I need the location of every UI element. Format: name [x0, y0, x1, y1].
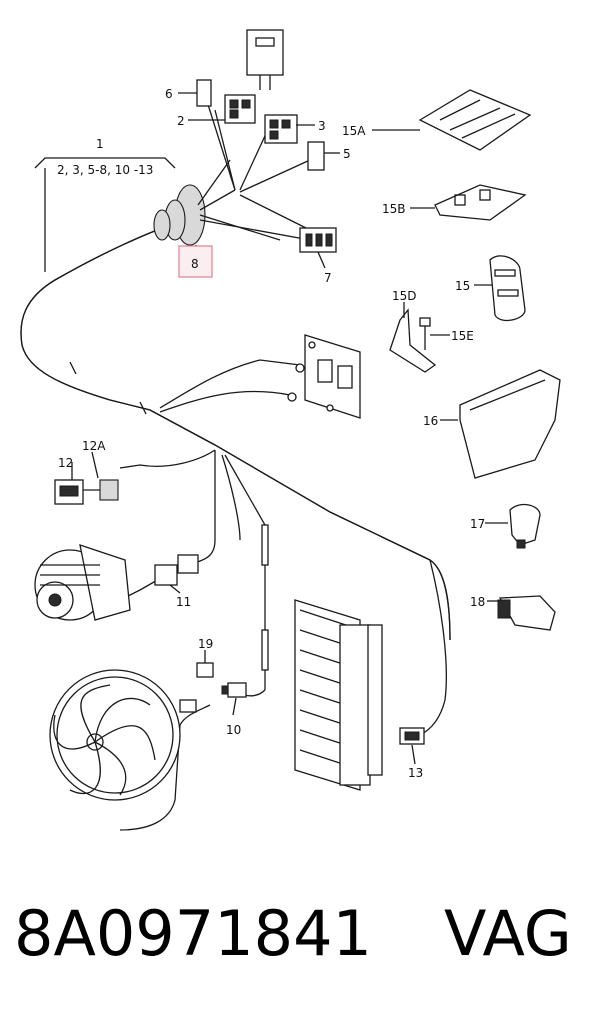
bracket-15d[interactable]	[389, 308, 437, 373]
relay[interactable]	[246, 29, 284, 90]
label-5[interactable]: 5	[343, 147, 351, 161]
clip-17[interactable]	[509, 503, 541, 549]
part-number: 8A0971841	[14, 897, 372, 970]
connector-13[interactable]	[399, 727, 425, 745]
leader-lines	[34, 92, 508, 765]
connector-2[interactable]	[224, 94, 256, 124]
cover-16[interactable]	[459, 369, 561, 479]
grommet-8[interactable]	[153, 159, 311, 246]
label-6[interactable]: 6	[165, 87, 173, 101]
main-harness	[20, 224, 451, 641]
lower-wires	[119, 449, 447, 831]
connector-holder-15a[interactable]	[418, 89, 532, 151]
condenser[interactable]	[294, 599, 383, 791]
label-1-sub: 2, 3, 5-8, 10 -13	[57, 163, 153, 177]
brand-name: VAG	[444, 897, 572, 970]
label-7[interactable]: 7	[324, 271, 332, 285]
connector-3[interactable]	[264, 114, 298, 144]
connector-5[interactable]	[307, 141, 325, 171]
label-19[interactable]: 19	[198, 637, 213, 651]
bracket-15b[interactable]	[434, 184, 527, 221]
upper-wires	[204, 94, 311, 231]
label-15[interactable]: 15	[455, 279, 470, 293]
ac-compressor[interactable]	[34, 544, 131, 621]
label-15b[interactable]: 15B	[382, 202, 406, 216]
label-16[interactable]: 16	[423, 414, 438, 428]
label-12[interactable]: 12	[58, 456, 73, 470]
clip-18[interactable]	[497, 595, 556, 631]
label-15e[interactable]: 15E	[451, 329, 474, 343]
connector-11[interactable]	[154, 554, 199, 586]
label-17[interactable]: 17	[470, 517, 485, 531]
label-15a[interactable]: 15A	[342, 124, 366, 138]
radiator-fan[interactable]	[49, 669, 197, 801]
connector-6[interactable]	[196, 79, 212, 107]
label-15d[interactable]: 15D	[392, 289, 417, 303]
callout-labels: 1 2, 3, 5-8, 10 -13 2 3 5 6 7 8 10 11 12…	[57, 87, 485, 780]
label-8[interactable]: 8	[191, 257, 199, 271]
connector-7[interactable]	[299, 227, 337, 253]
label-13[interactable]: 13	[408, 766, 423, 780]
screw-15e[interactable]	[419, 317, 431, 350]
label-10[interactable]: 10	[226, 723, 241, 737]
label-2[interactable]: 2	[177, 114, 185, 128]
connector-12[interactable]	[54, 479, 119, 505]
relay-plate[interactable]	[304, 334, 361, 419]
highlight-box-8	[178, 245, 213, 278]
label-18[interactable]: 18	[470, 595, 485, 609]
clip-15[interactable]	[489, 255, 526, 322]
label-12a[interactable]: 12A	[82, 439, 106, 453]
sensor-10[interactable]	[221, 682, 247, 698]
clip-19[interactable]	[196, 662, 214, 678]
label-11[interactable]: 11	[176, 595, 191, 609]
label-1[interactable]: 1	[96, 137, 104, 151]
label-3[interactable]: 3	[318, 119, 326, 133]
